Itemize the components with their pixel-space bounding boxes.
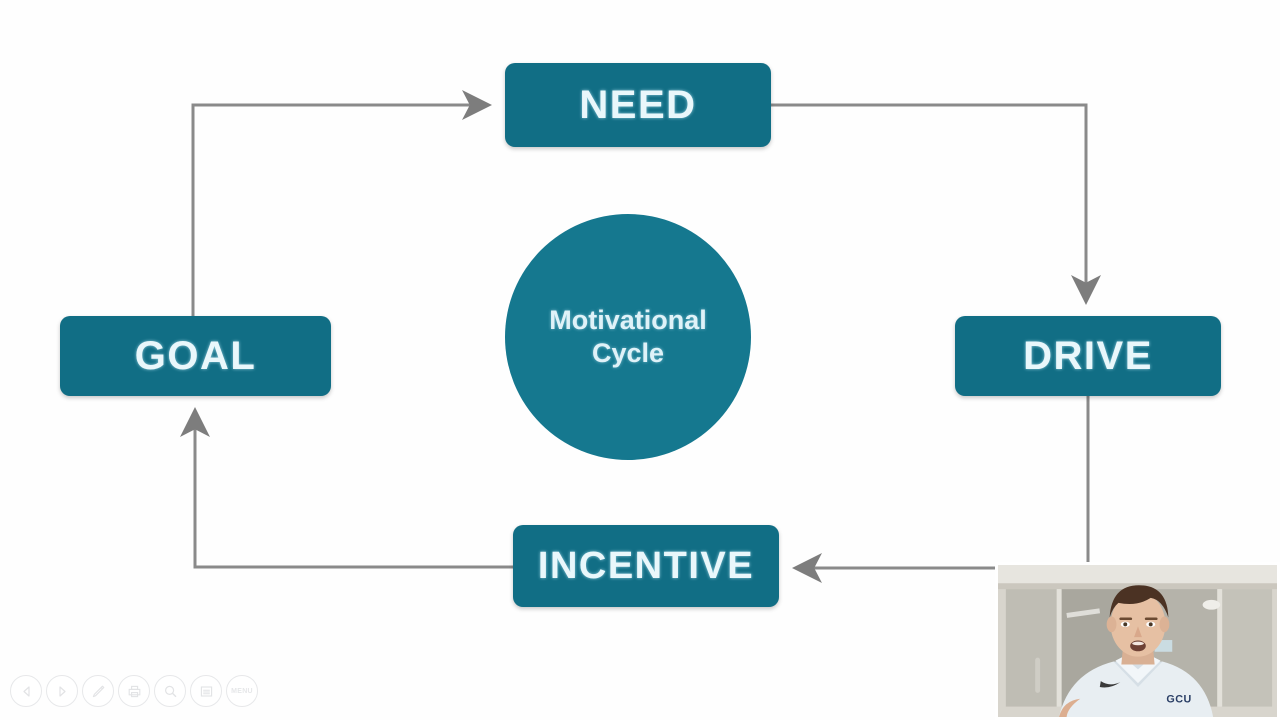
connector-need-to-drive	[771, 103, 1101, 305]
presenter-webcam-pip[interactable]: GCU	[995, 562, 1280, 720]
slide-player-toolbar[interactable]: MENU	[0, 662, 1280, 720]
center-circle-line1: Motivational	[549, 305, 707, 336]
node-incentive: INCENTIVE	[513, 525, 779, 607]
center-circle-line2: Cycle	[591, 338, 665, 368]
center-circle-motivational-cycle: Motivational Cycle	[505, 214, 751, 460]
connector-incentive-to-goal	[180, 407, 513, 569]
node-need-label: NEED	[579, 82, 697, 127]
svg-text:GCU: GCU	[1166, 694, 1191, 706]
menu-icon[interactable]: MENU	[226, 675, 258, 707]
notes-icon[interactable]	[190, 675, 222, 707]
connector-drive-to-incentive	[792, 396, 1090, 583]
node-goal-label: GOAL	[134, 333, 257, 378]
node-incentive-label: INCENTIVE	[537, 544, 755, 587]
connector-goal-to-need	[191, 90, 492, 316]
pen-icon[interactable]	[82, 675, 114, 707]
menu-icon-label: MENU	[231, 687, 253, 695]
node-goal: GOAL	[60, 316, 331, 396]
node-drive-label: DRIVE	[1023, 333, 1153, 378]
node-drive: DRIVE	[955, 316, 1221, 396]
previous-slide-icon[interactable]	[10, 675, 42, 707]
node-need: NEED	[505, 63, 771, 147]
printer-icon[interactable]	[118, 675, 150, 707]
webcam-video-frame: GCU	[998, 565, 1277, 717]
play-icon[interactable]	[46, 675, 78, 707]
zoom-icon[interactable]	[154, 675, 186, 707]
